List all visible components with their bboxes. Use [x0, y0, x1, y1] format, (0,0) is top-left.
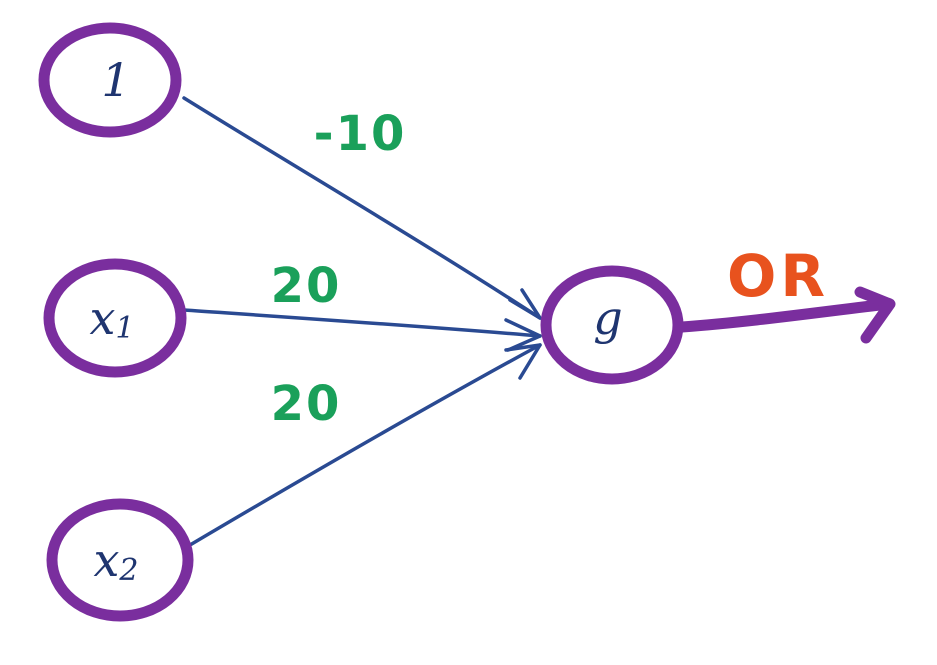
- edge-bias-arrowhead: [508, 288, 542, 320]
- node-x1-label: x1: [89, 291, 134, 346]
- node-g-label: g: [593, 291, 622, 345]
- output-arrowhead: [854, 286, 896, 344]
- node-x2: x2: [46, 498, 194, 622]
- node-bias-label: 1: [101, 53, 130, 107]
- node-x2-ring: [46, 498, 194, 622]
- edge-bias-to-g: [182, 96, 542, 320]
- output: OR: [676, 242, 896, 344]
- node-x1: x1: [43, 258, 187, 378]
- weight-labels: -10 20 20: [271, 106, 407, 432]
- edge-x2-arrowhead: [504, 343, 542, 380]
- output-arrow-line: [676, 298, 894, 333]
- weight-bias-label: -10: [314, 106, 407, 162]
- node-x1-var: x: [89, 291, 115, 345]
- weight-x1-label: 20: [271, 258, 342, 314]
- node-x2-subscript: 2: [118, 553, 138, 588]
- node-x1-subscript: 1: [115, 311, 134, 346]
- node-bias-ring: [38, 22, 182, 138]
- edge-x1-arrowhead: [504, 318, 542, 352]
- node-x2-label: x2: [93, 533, 138, 588]
- output-label: OR: [727, 242, 829, 310]
- node-g: g: [540, 265, 684, 385]
- edges: [182, 96, 542, 547]
- node-bias: 1: [38, 22, 182, 138]
- node-x2-var: x: [93, 533, 119, 587]
- edge-x1-to-g: [182, 308, 542, 338]
- weight-x2-label: 20: [271, 376, 342, 432]
- edge-x2-to-g: [188, 343, 542, 547]
- node-x1-ring: [43, 258, 187, 378]
